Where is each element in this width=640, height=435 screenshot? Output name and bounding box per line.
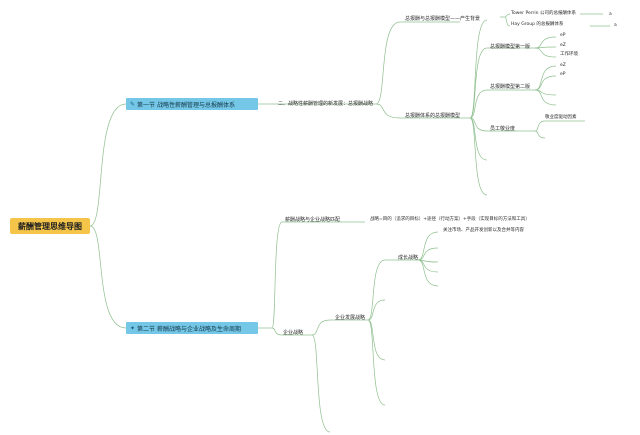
engagement-label[interactable]: 员工敬业度 bbox=[490, 126, 516, 132]
connector-line bbox=[417, 259, 439, 287]
model-v2-item-1[interactable]: eZ bbox=[560, 63, 566, 68]
root-node[interactable]: 薪酬管理思维导图 bbox=[10, 218, 90, 234]
connector-line bbox=[271, 327, 283, 336]
connector-line bbox=[469, 19, 488, 119]
total-reward-model-label[interactable]: 总报酬体系的总报酬模型 bbox=[405, 113, 461, 119]
hay-group-label[interactable]: Hay Group 的总报酬体系 bbox=[511, 22, 564, 27]
connector-line bbox=[469, 117, 488, 196]
connector-line bbox=[504, 16, 511, 27]
tower-perrin-mark: a bbox=[609, 12, 612, 17]
connector-line bbox=[311, 334, 331, 433]
section2-label: 第二节 薪酬战略与企业战略及生命周期 bbox=[137, 325, 241, 333]
connector-line bbox=[375, 21, 401, 105]
connector-line bbox=[504, 13, 511, 18]
root-to-section1 bbox=[89, 103, 127, 227]
growth-detail-label[interactable]: 关注市场、产品开发创新以及合并等内容 bbox=[443, 228, 524, 233]
model-v2-item-2[interactable]: eP bbox=[560, 72, 566, 77]
growth-strategy-label[interactable]: 成长战略 bbox=[398, 255, 419, 261]
connector-line bbox=[375, 103, 401, 119]
connector-line bbox=[271, 221, 283, 329]
connector-line bbox=[367, 319, 386, 406]
connector-line bbox=[311, 319, 331, 336]
connector-line bbox=[534, 36, 557, 49]
model-v2-label[interactable]: 总报酬模型第二版 bbox=[490, 84, 531, 90]
connector-line bbox=[534, 130, 546, 139]
model-v1-label[interactable]: 总报酬模型第一版 bbox=[490, 44, 531, 50]
connector-line bbox=[417, 247, 439, 261]
strategy-match-label[interactable]: 薪酬战略与企业战略匹配 bbox=[285, 217, 341, 223]
strategy-formula-label[interactable]: 战略=目的（追求的目标）+途径（行动方案）+手段（实现目标的方法和工具） bbox=[370, 217, 530, 222]
connector-line bbox=[534, 120, 546, 132]
connector-line bbox=[469, 47, 488, 119]
section2-node[interactable]: ✦ 第二节 薪酬战略与企业战略及生命周期 bbox=[126, 322, 258, 334]
root-to-section2 bbox=[89, 225, 127, 329]
engagement-driver-label[interactable]: 敬业度驱动因素 bbox=[545, 115, 577, 120]
wrench-icon: ✎ bbox=[130, 100, 136, 108]
connector-line bbox=[469, 89, 488, 119]
connector-line bbox=[534, 47, 557, 58]
connector-line bbox=[534, 65, 557, 91]
lightbulb-icon: ✦ bbox=[130, 324, 136, 332]
development-strategy-label[interactable]: 企业发展战略 bbox=[335, 315, 366, 321]
hay-group-mark: a bbox=[614, 23, 617, 28]
model-v1-item-1[interactable]: eP bbox=[560, 33, 566, 38]
section1-child-label[interactable]: 二、战略性薪酬管理的新发展：总报酬战略 bbox=[278, 101, 374, 107]
branch-background-label[interactable]: 总报酬与总报酬模型——产生背景 bbox=[405, 16, 481, 22]
tower-perrin-label[interactable]: Tower Perrin 公司的总报酬体系 bbox=[511, 11, 576, 16]
corporate-strategy-label[interactable]: 企业战略 bbox=[283, 330, 304, 336]
model-v1-item-2[interactable]: eZ bbox=[560, 43, 566, 48]
connector-line bbox=[367, 259, 386, 321]
connector-line bbox=[534, 89, 557, 106]
connector-line bbox=[534, 75, 557, 91]
connector-line bbox=[417, 231, 439, 261]
connector-line bbox=[367, 299, 386, 321]
section1-node[interactable]: ✎ 第一节 战略性薪酬管理与总报酬体系 bbox=[126, 98, 258, 110]
work-environment-label[interactable]: 工作环境 bbox=[560, 52, 578, 57]
section1-label: 第一节 战略性薪酬管理与总报酬体系 bbox=[137, 101, 235, 109]
